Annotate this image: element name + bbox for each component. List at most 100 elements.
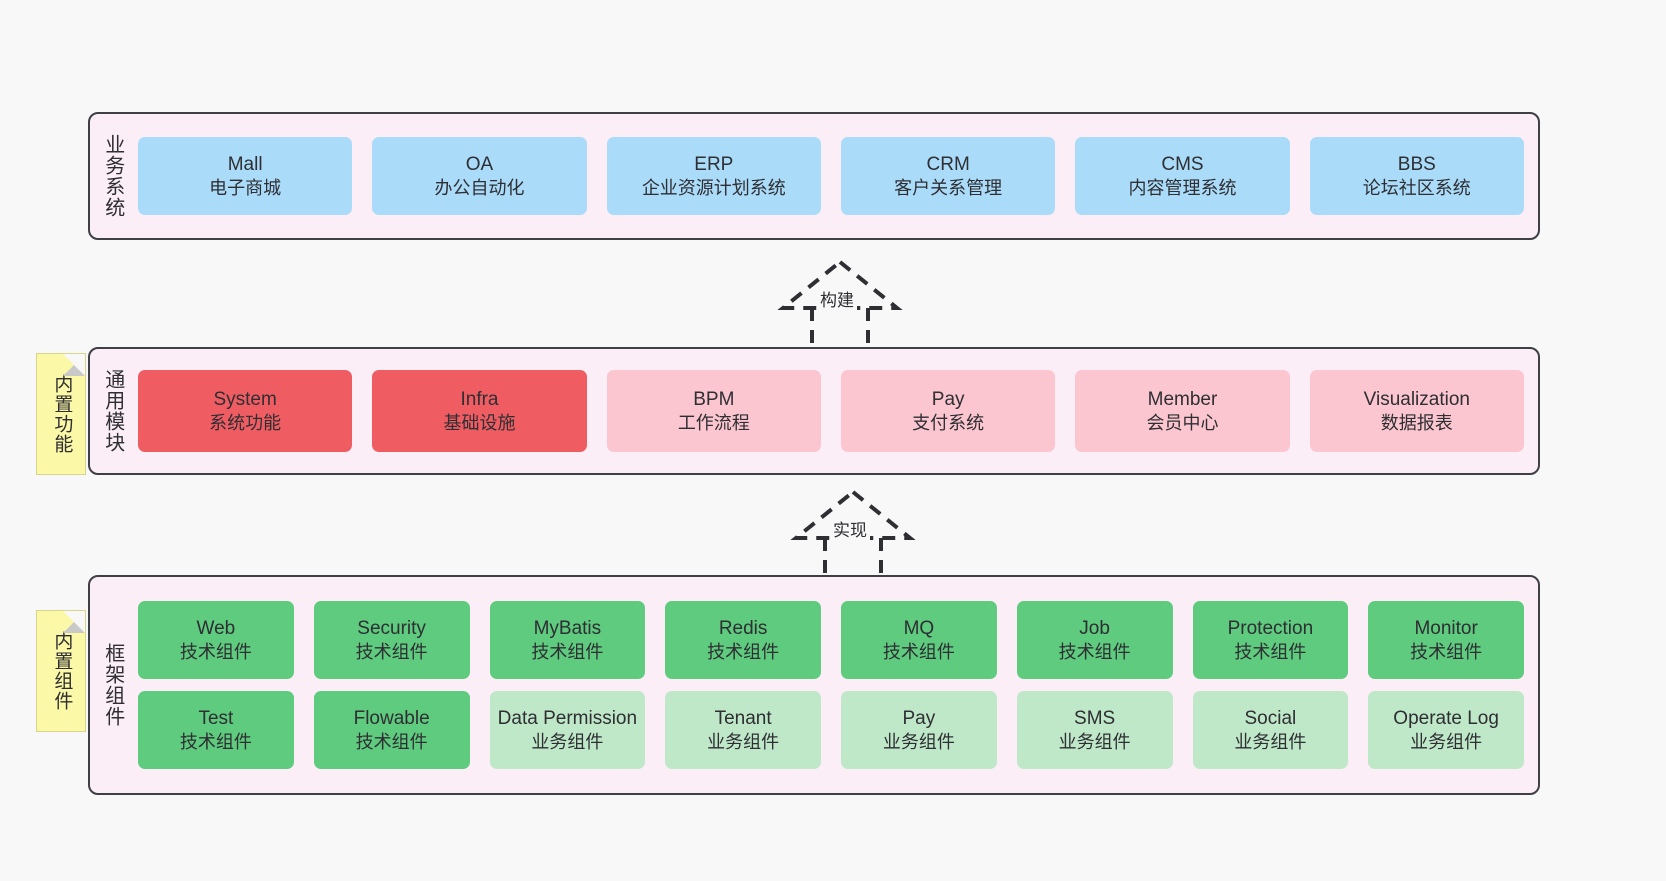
- node-title: Web: [196, 617, 236, 639]
- sticky-note-builtin-function: 内置功能: [36, 353, 86, 475]
- node-title: Member: [1147, 388, 1218, 410]
- node-subtitle: 论坛社区系统: [1362, 177, 1471, 198]
- node-title: Security: [357, 617, 426, 639]
- layer-common-modules: 通用模块 System 系统功能 Infra 基础设施 BPM 工作流程 Pay…: [88, 347, 1540, 475]
- node-title: BBS: [1397, 153, 1436, 175]
- node-mq[interactable]: MQ 技术组件: [841, 601, 997, 679]
- row-business-systems: Mall 电子商城 OA 办公自动化 ERP 企业资源计划系统 CRM 客户关系…: [138, 137, 1524, 215]
- node-subtitle: 企业资源计划系统: [641, 177, 786, 198]
- node-title: Social: [1244, 707, 1297, 729]
- node-title: Redis: [718, 617, 768, 639]
- node-subtitle: 客户关系管理: [894, 177, 1003, 198]
- node-subtitle: 技术组件: [355, 641, 428, 662]
- node-system[interactable]: System 系统功能: [138, 370, 353, 452]
- node-title: CRM: [926, 153, 970, 175]
- node-pay-component[interactable]: Pay 业务组件: [841, 691, 997, 769]
- layer-framework-components: 框架组件 Web 技术组件 Security 技术组件 MyBatis 技术组件…: [88, 575, 1540, 795]
- node-title: Monitor: [1414, 617, 1478, 639]
- sticky-note-builtin-component: 内置组件: [36, 610, 86, 732]
- node-visualization[interactable]: Visualization 数据报表: [1309, 370, 1524, 452]
- node-mybatis[interactable]: MyBatis 技术组件: [489, 601, 646, 679]
- node-pay-module[interactable]: Pay 支付系统: [840, 370, 1056, 452]
- node-title: Mall: [227, 153, 263, 175]
- node-redis[interactable]: Redis 技术组件: [665, 601, 821, 679]
- node-subtitle: 业务组件: [882, 731, 955, 752]
- node-subtitle: 基础设施: [443, 412, 516, 433]
- node-security[interactable]: Security 技术组件: [313, 601, 470, 679]
- node-subtitle: 技术组件: [882, 641, 955, 662]
- node-monitor[interactable]: Monitor 技术组件: [1368, 601, 1524, 679]
- node-crm[interactable]: CRM 客户关系管理: [840, 137, 1056, 215]
- node-cms[interactable]: CMS 内容管理系统: [1075, 137, 1290, 215]
- node-bpm[interactable]: BPM 工作流程: [606, 370, 821, 452]
- node-infra[interactable]: Infra 基础设施: [372, 370, 587, 452]
- node-title: OA: [465, 153, 494, 175]
- node-title: Pay: [902, 707, 936, 729]
- node-title: System: [213, 388, 277, 410]
- connector-build: 构建: [745, 256, 935, 356]
- node-title: CMS: [1161, 153, 1204, 175]
- layer-title-framework-components: 框架组件: [101, 643, 124, 727]
- layer-body-business-system: Mall 电子商城 OA 办公自动化 ERP 企业资源计划系统 CRM 客户关系…: [134, 114, 1538, 238]
- node-oa[interactable]: OA 办公自动化: [372, 137, 587, 215]
- node-title: MyBatis: [533, 617, 602, 639]
- node-social[interactable]: Social 业务组件: [1192, 691, 1349, 769]
- node-data-permission[interactable]: Data Permission 业务组件: [489, 691, 646, 769]
- node-member[interactable]: Member 会员中心: [1075, 370, 1290, 452]
- node-subtitle: 技术组件: [1234, 641, 1307, 662]
- node-subtitle: 业务组件: [707, 731, 780, 752]
- node-operate-log[interactable]: Operate Log 业务组件: [1368, 691, 1524, 769]
- sticky-note-label: 内置组件: [51, 631, 73, 711]
- node-title: Tenant: [714, 707, 772, 729]
- node-subtitle: 技术组件: [707, 641, 780, 662]
- node-subtitle: 技术组件: [531, 641, 604, 662]
- node-subtitle: 技术组件: [179, 641, 252, 662]
- layer-business-system: 业务系统 Mall 电子商城 OA 办公自动化 ERP 企业资源计划系统 CRM…: [88, 112, 1540, 240]
- node-title: MQ: [903, 617, 935, 639]
- node-title: Operate Log: [1393, 707, 1499, 729]
- node-job[interactable]: Job 技术组件: [1016, 601, 1173, 679]
- node-title: Infra: [460, 388, 499, 410]
- node-flowable[interactable]: Flowable 技术组件: [313, 691, 470, 769]
- layer-body-framework-components: Web 技术组件 Security 技术组件 MyBatis 技术组件 Redi…: [134, 577, 1538, 793]
- node-title: Flowable: [353, 707, 430, 729]
- node-subtitle: 技术组件: [1058, 641, 1131, 662]
- node-title: SMS: [1074, 707, 1116, 729]
- connector-label-realize: 实现: [830, 521, 870, 541]
- node-test[interactable]: Test 技术组件: [138, 691, 294, 769]
- connector-label-build: 构建: [817, 291, 857, 311]
- node-subtitle: 系统功能: [209, 412, 282, 433]
- node-title: Data Permission: [497, 707, 638, 729]
- node-title: ERP: [694, 153, 734, 175]
- node-subtitle: 业务组件: [1410, 731, 1483, 752]
- layer-body-common-modules: System 系统功能 Infra 基础设施 BPM 工作流程 Pay 支付系统…: [134, 349, 1538, 473]
- node-title: Test: [198, 707, 234, 729]
- node-subtitle: 数据报表: [1380, 412, 1453, 433]
- node-mall[interactable]: Mall 电子商城: [138, 137, 353, 215]
- node-protection[interactable]: Protection 技术组件: [1192, 601, 1349, 679]
- layer-title-business-system: 业务系统: [101, 134, 124, 218]
- node-bbs[interactable]: BBS 论坛社区系统: [1309, 137, 1524, 215]
- node-title: Visualization: [1363, 388, 1470, 410]
- row-framework-tech-components: Web 技术组件 Security 技术组件 MyBatis 技术组件 Redi…: [138, 601, 1524, 679]
- node-title: BPM: [693, 388, 735, 410]
- node-title: Job: [1079, 617, 1110, 639]
- sticky-fold-corner-icon: [63, 611, 85, 633]
- node-subtitle: 会员中心: [1146, 412, 1219, 433]
- row-common-modules: System 系统功能 Infra 基础设施 BPM 工作流程 Pay 支付系统…: [138, 370, 1524, 452]
- node-subtitle: 业务组件: [531, 731, 604, 752]
- sticky-fold-corner-icon: [63, 354, 85, 376]
- node-subtitle: 支付系统: [912, 412, 985, 433]
- node-title: Protection: [1227, 617, 1314, 639]
- node-subtitle: 业务组件: [1234, 731, 1307, 752]
- node-sms[interactable]: SMS 业务组件: [1016, 691, 1173, 769]
- node-erp[interactable]: ERP 企业资源计划系统: [606, 137, 821, 215]
- node-subtitle: 技术组件: [179, 731, 252, 752]
- node-subtitle: 办公自动化: [434, 177, 525, 198]
- node-web[interactable]: Web 技术组件: [138, 601, 294, 679]
- node-tenant[interactable]: Tenant 业务组件: [665, 691, 821, 769]
- node-subtitle: 业务组件: [1058, 731, 1131, 752]
- node-subtitle: 技术组件: [1410, 641, 1483, 662]
- node-subtitle: 内容管理系统: [1128, 177, 1237, 198]
- sticky-note-label: 内置功能: [51, 374, 73, 454]
